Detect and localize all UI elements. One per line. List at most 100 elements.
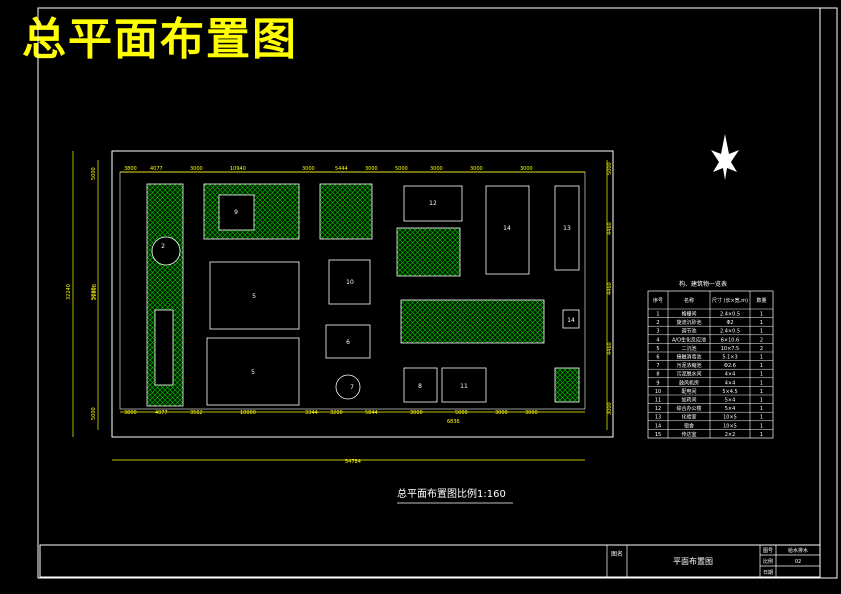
legend-cell: A/O生化反应池 xyxy=(672,336,706,343)
legend-cell: 1 xyxy=(760,423,763,429)
page-title: 总平面布置图 xyxy=(22,14,298,65)
legend-cell: 5.1×3 xyxy=(722,355,737,361)
building-12 xyxy=(403,185,463,222)
legend-cell: 10×5 xyxy=(723,423,737,429)
dim-right-4: 3000 xyxy=(607,402,613,415)
building-6 xyxy=(325,324,371,359)
building-11 xyxy=(441,367,487,403)
bottom-center-dim: 6836 xyxy=(447,419,460,425)
label-13: 13 xyxy=(563,225,571,232)
dim-bottom-10: 3000 xyxy=(525,410,538,416)
legend-cell: 10 xyxy=(655,389,661,395)
drawing-scale: 比例1:160 xyxy=(457,487,506,500)
tb-row-value-0: 给水排水 xyxy=(788,547,808,554)
legend-cell: 污泥浓缩池 xyxy=(676,362,701,369)
dim-top-3: 10940 xyxy=(230,166,246,172)
dim-top-9: 3000 xyxy=(470,166,483,172)
label-15: 14 xyxy=(567,317,575,324)
legend-cell: 1 xyxy=(760,432,763,438)
dim-right-3: 4460 xyxy=(607,342,613,355)
legend-cell: 1 xyxy=(760,406,763,412)
legend-cell: 综合办公楼 xyxy=(676,405,701,412)
legend-cell: 5×4.5 xyxy=(722,389,737,395)
overall-width-label: 54784 xyxy=(345,459,361,465)
tb-row-label-0: 图号 xyxy=(763,548,773,554)
legend-cell: 2.4×0.5 xyxy=(720,329,740,335)
legend-header-0: 序号 xyxy=(653,297,663,304)
building-hatch-5 xyxy=(554,367,580,403)
legend-cell: 接触消毒池 xyxy=(676,354,701,361)
label-5a: 5 xyxy=(252,293,256,300)
dim-bottom-3: 10000 xyxy=(240,410,256,416)
label-11: 11 xyxy=(460,383,468,390)
label-10: 10 xyxy=(346,279,354,286)
north-arrow-icon xyxy=(711,134,739,180)
building-7-tank xyxy=(335,374,361,400)
building-13 xyxy=(554,185,580,271)
legend-cell: 调节池 xyxy=(681,328,696,335)
legend-cell: 化验室 xyxy=(681,414,696,421)
dim-bottom-8: 5000 xyxy=(455,410,468,416)
legend-cell: Φ2 xyxy=(726,320,733,326)
legend-cell: 2 xyxy=(760,346,763,352)
building-5-bottom xyxy=(206,337,300,406)
legend-cell: 3 xyxy=(656,329,659,335)
dim-top-5: 5444 xyxy=(335,166,348,172)
inner-height-label: 21808 xyxy=(92,284,98,300)
label-6: 6 xyxy=(346,339,350,346)
label-14: 14 xyxy=(503,225,511,232)
tb-row-label-2: 日期 xyxy=(763,570,773,576)
building-hatch-4 xyxy=(400,299,545,344)
building-2-tank xyxy=(151,236,181,266)
building-10 xyxy=(328,259,371,305)
tb-row-value-1: 02 xyxy=(795,559,801,565)
legend-cell: 8 xyxy=(656,372,659,378)
dim-bottom-7: 3000 xyxy=(410,410,423,416)
legend-cell: 10×5 xyxy=(723,415,737,421)
drawing-caption: 总平面布置图 xyxy=(397,487,457,500)
dim-top-8: 3000 xyxy=(430,166,443,172)
legend-cell: 1 xyxy=(760,380,763,386)
legend-cell: 1 xyxy=(760,372,763,378)
title-block-tuming: 图名 xyxy=(611,550,623,558)
dim-left-2: 5000 xyxy=(91,407,97,420)
legend-cell: 格栅间 xyxy=(681,311,696,318)
dimension-lines xyxy=(72,151,608,461)
tb-row-label-1: 比例 xyxy=(763,558,773,565)
legend-header-1: 名称 xyxy=(684,297,694,304)
building-5-top xyxy=(209,261,300,330)
dim-left-1: 5000 xyxy=(91,287,97,300)
building-4-channel xyxy=(154,309,174,386)
building-hatch-2 xyxy=(319,183,373,240)
dim-top-2: 3000 xyxy=(190,166,203,172)
dim-top-1: 4077 xyxy=(150,166,163,172)
legend-cell: 4 xyxy=(656,337,659,343)
legend-cell: 1 xyxy=(760,363,763,369)
dim-right-2: 4460 xyxy=(607,282,613,295)
legend-header-3: 数量 xyxy=(756,297,766,304)
legend-cell: 配电间 xyxy=(681,388,696,395)
legend-cell: 2.4×0.5 xyxy=(720,312,740,318)
legend-cell: 1 xyxy=(656,312,659,318)
legend-cell: 14 xyxy=(655,423,661,429)
building-14 xyxy=(485,185,530,275)
legend-cell: 2×2 xyxy=(725,432,736,438)
overall-height-label: 32240 xyxy=(66,284,72,300)
legend-cell: 污泥脱水间 xyxy=(676,371,701,378)
legend-header-2: 尺寸 (长×宽,m) xyxy=(712,297,748,304)
legend-cell: Φ2.6 xyxy=(724,363,736,369)
legend-cell: 6 xyxy=(656,355,659,361)
dim-left-0: 5000 xyxy=(91,167,97,180)
legend-cell: 11 xyxy=(655,398,661,404)
title-block-drawing-name: 平面布置图 xyxy=(673,556,713,566)
legend-cell: 宿舍 xyxy=(684,422,694,429)
legend-cell: 4×4 xyxy=(725,372,736,378)
legend-cell: 二沉池 xyxy=(681,345,696,352)
dim-right-1: 4460 xyxy=(607,222,613,235)
site-boundary xyxy=(111,150,614,438)
label-8: 8 xyxy=(418,383,422,390)
legend-cell: 5×4 xyxy=(725,398,736,404)
dim-bottom-1: 4077 xyxy=(155,410,168,416)
